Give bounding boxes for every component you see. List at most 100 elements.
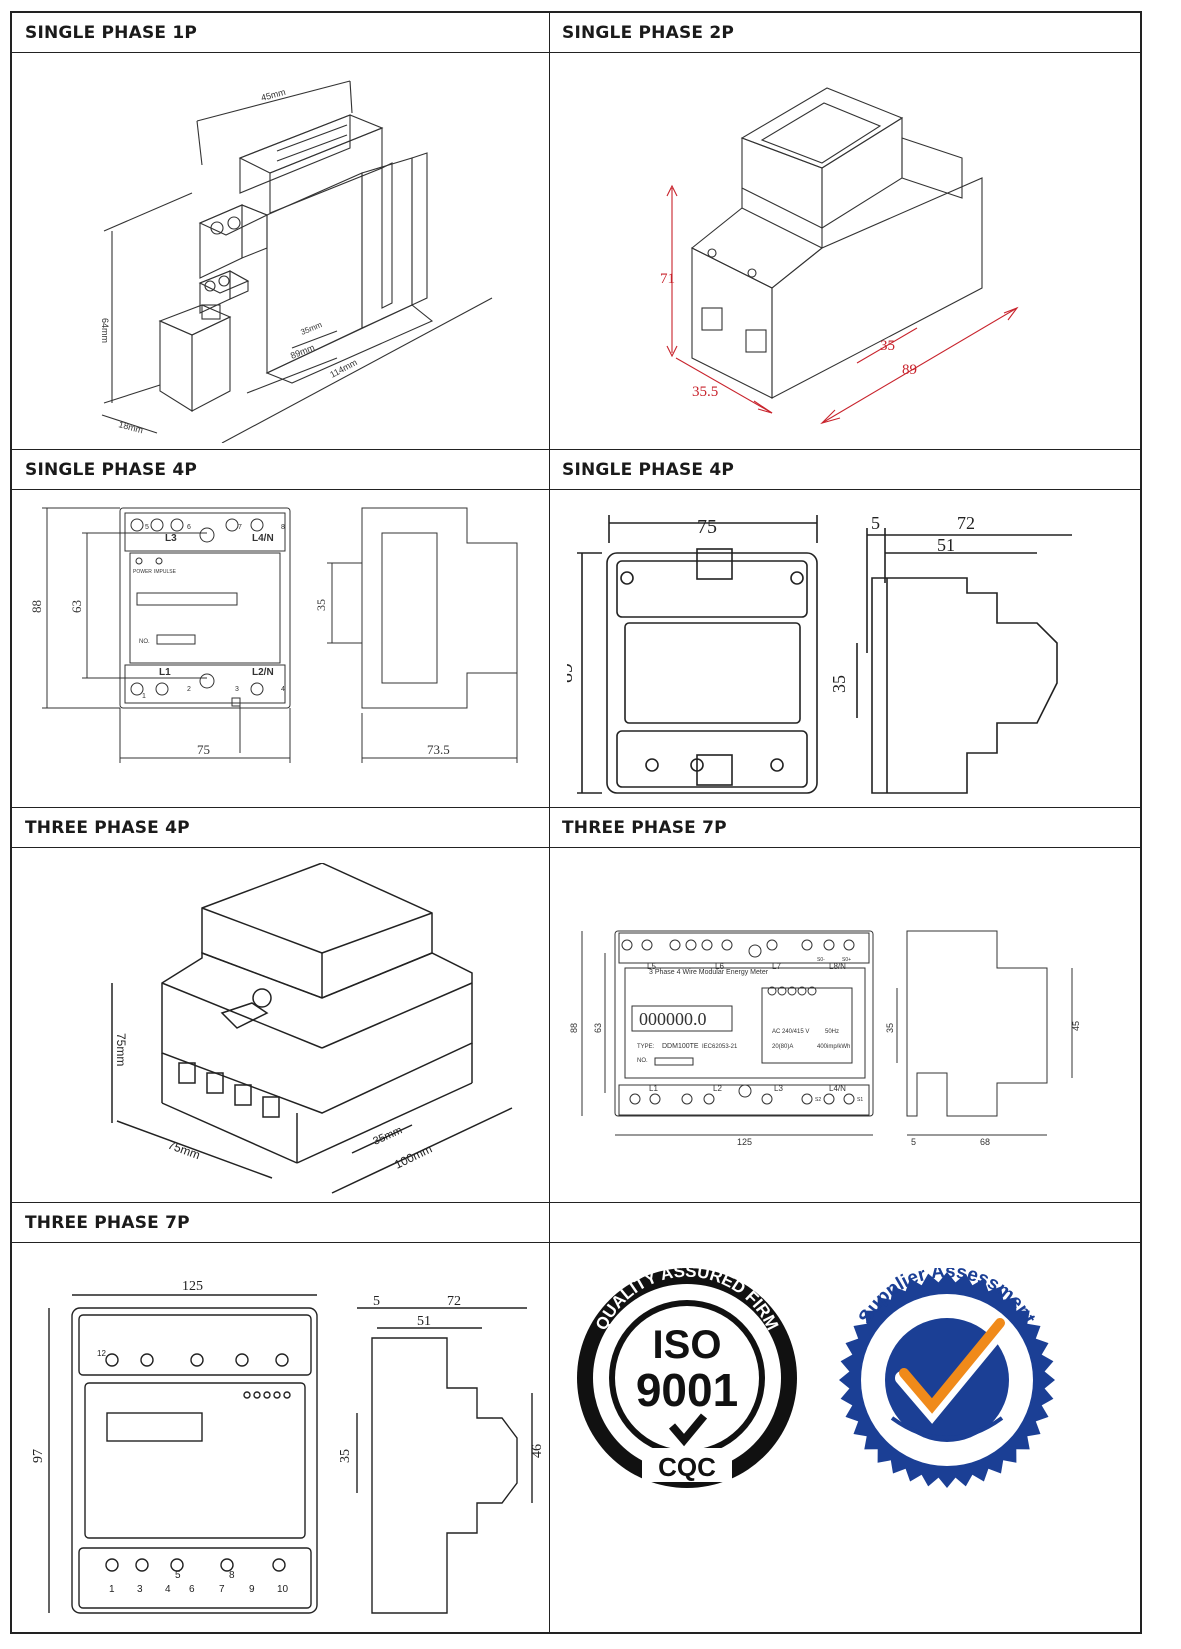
terminal-3: 3 [235,686,239,693]
dim-5-label: 5 [911,1137,916,1147]
dim-63-label: 63 [69,600,84,613]
dim-51-label: 51 [937,535,955,555]
single-phase-1p-drawing: 64mm 45mm 18mm 35mm 89mm 114mm [100,80,493,443]
dim-height-label: 64mm [100,318,110,343]
terminal-3-label: 3 [137,1584,143,1595]
supplier-assessment-logo: Supplier Assessment [839,1268,1055,1488]
dim-97-label: 97 [31,1449,46,1463]
row-divider [12,1202,1140,1203]
dim-72-label: 72 [957,513,975,533]
cell-title-6: THREE PHASE 7P [549,808,1141,848]
terminal-l8n: L8/N [829,962,846,971]
cell-title-4: SINGLE PHASE 4P [549,450,1141,490]
dim-125-label: 125 [737,1137,752,1147]
dim-35-label: 35 [314,599,328,611]
model-label: DDM100TE [662,1043,699,1050]
iso-line1: ISO [653,1323,722,1367]
terminal-8: 8 [281,524,285,531]
dim-depth-label: 100mm [392,1142,434,1172]
terminal-l6: L6 [715,962,724,971]
terminal-7-label: 7 [219,1584,225,1595]
terminal-4: 4 [281,686,285,693]
dim-89-label: 89 [902,362,917,378]
row-divider [12,807,1140,808]
three-phase-7p-front-side: 3 Phase 4 Wire Modular Energy Meter 0000… [569,930,1081,1147]
dim-51-label: 51 [417,1314,431,1329]
volt-label: AC 240/415 V [772,1029,809,1035]
terminal-4-label: 4 [165,1584,171,1595]
terminal-l3-label: L3 [165,533,177,544]
terminal-l7: L7 [772,962,781,971]
terminal-5-label: 5 [175,1570,181,1581]
dim-5-label: 5 [373,1294,380,1309]
three-phase-7p-outline: 125 97 5 72 51 35 46 12 1 3 4 5 6 7 9 10… [31,1279,542,1614]
no-label: NO. [139,639,150,645]
iso-line2: 9001 [636,1364,738,1416]
s1-label: S1 [857,1097,863,1103]
type-label: TYPE: [637,1044,655,1050]
current-label: 20(80)A [772,1044,793,1050]
impulse-label: IMPULSE [154,569,177,575]
terminal-6-label: 6 [189,1584,195,1595]
dim-63-label: 63 [593,1023,603,1033]
single-phase-2p-drawing: 71 35.5 35 89 [660,87,1019,425]
dim-depth-label: 18mm [117,419,144,435]
terminal-l2n-label: L2/N [252,667,274,678]
three-phase-4p-drawing: 75mm 75mm 35mm 100mm [111,863,513,1194]
terminal-6: 6 [187,524,191,531]
terminal-10-label: 10 [277,1584,289,1595]
terminal-9-label: 9 [249,1584,255,1595]
terminal-l4n: L4/N [829,1084,846,1093]
terminal-1-label: 1 [109,1584,115,1595]
cell-title-1: SINGLE PHASE 1P [12,13,549,53]
terminal-2: 2 [187,686,191,693]
spec-table: SINGLE PHASE 1P SINGLE PHASE 2P SINGLE P… [10,11,1142,1634]
dim-355-label: 35.5 [692,384,718,400]
single-phase-4p-front-side: L3 L4/N L1 L2/N POWER IMPULSE NO. 5 6 7 … [29,507,518,763]
no-label: NO. [637,1058,648,1064]
s0-plus-label: S0+ [842,957,851,963]
imp-label: 400imp/kWh [817,1044,850,1050]
dim-89-label: 89 [567,663,577,683]
iso-mark: CQC [658,1452,716,1482]
row-divider [12,449,1140,450]
terminal-7: 7 [238,524,242,531]
dim-5-label: 5 [871,513,880,533]
dim-35-label: 35 [338,1449,353,1463]
column-divider [549,13,550,1632]
dim-45-label: 45 [1071,1021,1081,1031]
cell-title-8 [549,1203,1141,1243]
dim-71-label: 71 [660,271,675,287]
power-label: POWER [133,569,152,575]
dim-46-label: 46 [530,1444,542,1458]
dim-height-label: 75mm [114,1033,128,1066]
terminal-l1: L1 [649,1084,658,1093]
terminal-l4n-label: L4/N [252,533,274,544]
terminal-l2: L2 [713,1084,722,1093]
dim-125-label: 125 [182,1279,203,1294]
meter-name: 3 Phase 4 Wire Modular Energy Meter [649,969,769,976]
terminal-1: 1 [142,693,146,700]
dim-735-label: 73.5 [427,742,450,757]
standard-label: IEC62053-21 [702,1044,738,1050]
terminal-l1-label: L1 [159,667,171,678]
terminal-8-label: 8 [229,1570,235,1581]
single-phase-4p-outline: 75 89 5 72 51 35 [567,513,1072,794]
iso-9001-logo: QUALITY ASSURED FIRM ISO 9001 CQC [577,1262,797,1488]
terminal-l3: L3 [774,1084,783,1093]
cell-title-3: SINGLE PHASE 4P [12,450,549,490]
dim-width-label: 75mm [166,1138,202,1163]
dim-72-label: 72 [447,1294,461,1309]
s0-minus-label: S0- [817,957,825,963]
s2-label: S2 [815,1097,821,1103]
dim-rail-label: 35mm [299,320,323,337]
dim-89-label: 89mm [289,342,316,361]
dim-35-label: 35 [880,338,895,354]
cell-title-7: THREE PHASE 7P [12,1203,549,1243]
dim-88-label: 88 [29,600,44,613]
dim-35-label: 35 [885,1023,895,1033]
dim-35-label: 35 [829,675,849,693]
dim-68-label: 68 [980,1137,990,1147]
terminal-l5: L5 [647,962,656,971]
dim-75-label: 75 [197,742,210,757]
